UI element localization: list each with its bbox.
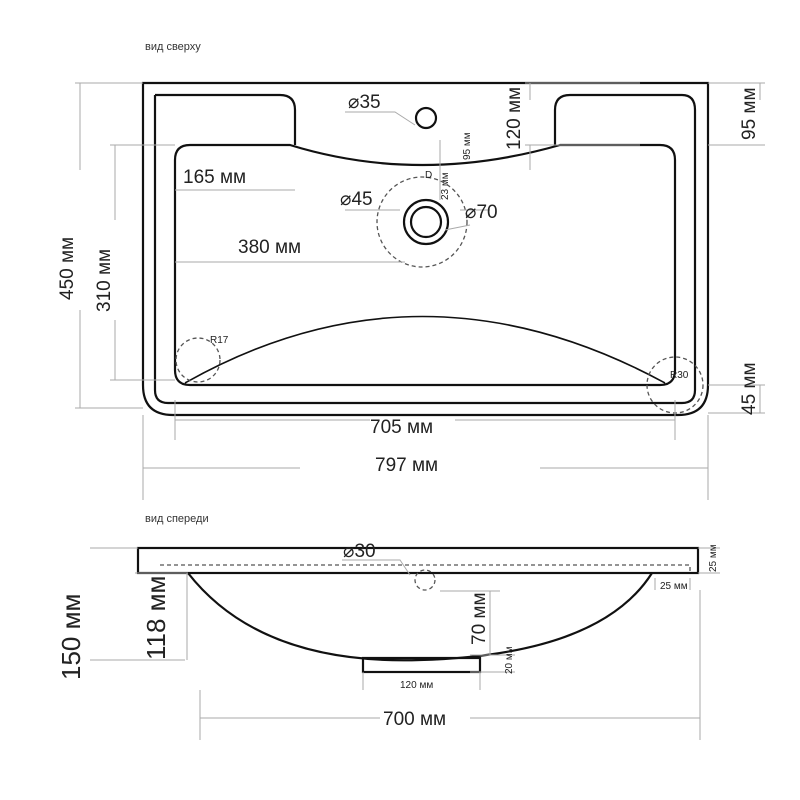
label-118: 118 мм — [141, 576, 171, 660]
top-view-caption: вид сверху — [145, 41, 201, 53]
drain-base — [361, 656, 482, 674]
drain-inner — [409, 205, 443, 239]
front-view: вид спереди ⌀30 150 мм 118 мм 70 мм 25 м… — [56, 513, 720, 740]
basin-bottom-curve — [184, 315, 666, 384]
label-705: 705 мм — [370, 417, 433, 438]
label-d-mark: D — [425, 170, 432, 181]
label-150: 150 мм — [56, 594, 86, 680]
label-d45: ⌀45 — [340, 189, 373, 210]
label-165: 165 мм — [183, 167, 246, 188]
label-25-right: 25 мм — [708, 544, 719, 572]
drain-outer — [402, 198, 450, 246]
label-120: 120 мм — [400, 680, 433, 691]
label-r30: R30 — [670, 370, 689, 381]
dimension-lines — [75, 82, 765, 500]
label-23: 23 мм — [440, 172, 451, 200]
label-450: 450 мм — [57, 237, 78, 300]
label-20: 20 мм — [504, 646, 515, 674]
hidden-line — [160, 564, 691, 573]
inner-rim — [153, 93, 697, 405]
label-d35: ⌀35 — [348, 92, 381, 113]
front-view-caption: вид спереди — [145, 513, 209, 525]
label-25: 25 мм — [660, 581, 688, 592]
label-700: 700 мм — [383, 709, 446, 730]
countertop-slab — [136, 546, 700, 575]
label-r17: R17 — [210, 335, 229, 346]
front-dimension-lines — [90, 547, 720, 740]
basin-outline — [173, 143, 677, 387]
top-view: вид сверху ⌀35 ⌀45 ⌀70 165 мм 380 мм D 1… — [57, 41, 765, 500]
label-95-small: 95 мм — [462, 132, 473, 160]
label-45: 45 мм — [739, 362, 760, 415]
label-310: 310 мм — [94, 249, 115, 312]
label-95: 95 мм — [739, 87, 760, 140]
sink-outline — [141, 81, 710, 417]
faucet-hole — [414, 106, 438, 130]
label-d30: ⌀30 — [343, 541, 376, 562]
label-380: 380 мм — [238, 237, 301, 258]
label-797: 797 мм — [375, 455, 438, 476]
overflow-hole — [414, 569, 436, 591]
drain-zone-circle — [376, 176, 468, 268]
label-120: 120 мм — [504, 87, 525, 150]
r17-circle — [175, 337, 221, 383]
label-70: 70 мм — [469, 592, 490, 645]
bowl-profile — [187, 572, 653, 662]
label-d70: ⌀70 — [465, 202, 498, 223]
